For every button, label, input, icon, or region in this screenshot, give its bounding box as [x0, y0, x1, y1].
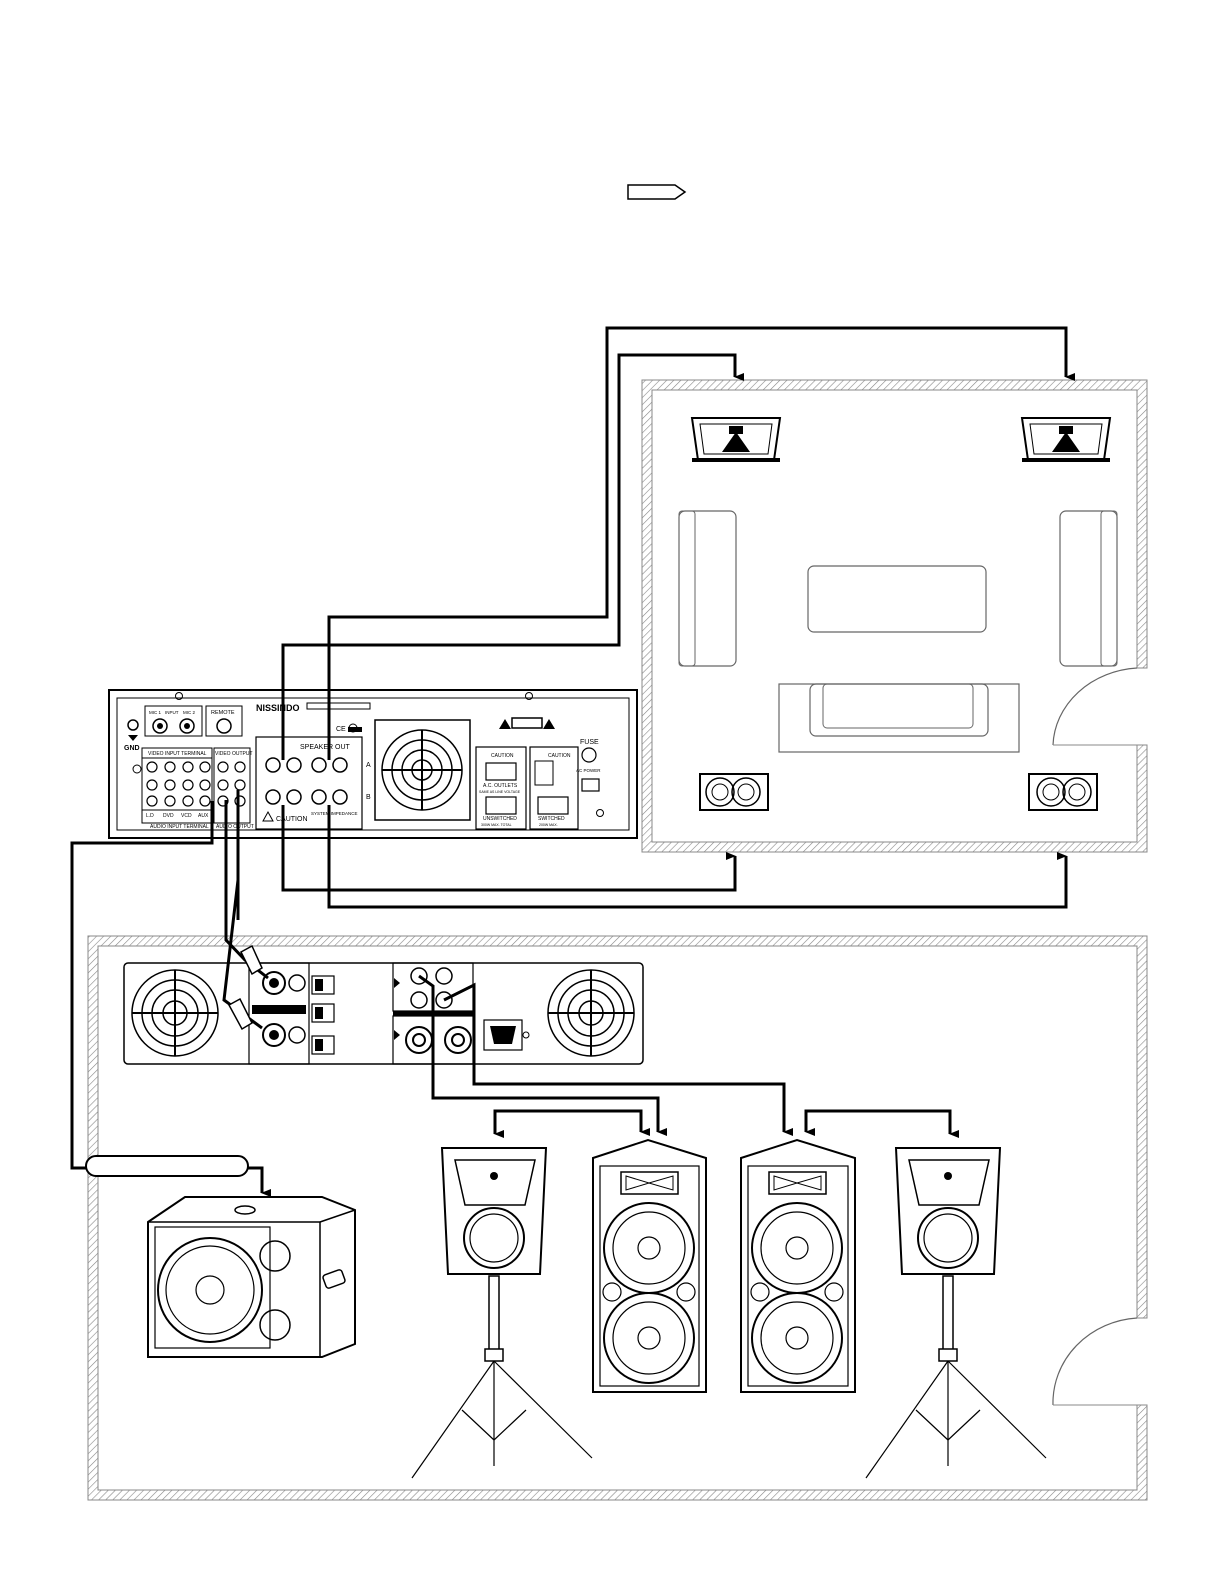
fan-grille-icon: [132, 970, 218, 1056]
svg-text:CE: CE: [336, 726, 346, 733]
input-label: INPUT: [165, 710, 179, 715]
tower-speaker-left: [593, 1140, 706, 1392]
subwoofer-cable: [86, 1156, 248, 1176]
unswitched-label: UNSWITCHED: [483, 816, 517, 822]
outlet-caution-label-1: CAUTION: [491, 753, 514, 759]
audio-output-label: AUDIO OUTPUT: [216, 824, 254, 830]
karaoke-amplifier-rear-panel: GND MIC 1 INPUT MIC 2 REMOTE NISSINDO CE…: [109, 690, 637, 838]
ac-outlets-label: A.C. OUTLETS: [483, 783, 518, 789]
input-dvd-label: DVD: [163, 813, 174, 819]
video-input-terminal-label: VIDEO INPUT TERMINAL: [148, 751, 207, 757]
front-right-speaker: [1022, 418, 1110, 460]
same-ac-label: SAME AS LINE VOLTAGE: [479, 790, 521, 794]
rear-left-speaker: [700, 774, 768, 810]
power-amplifier-rear-panel: [124, 963, 643, 1064]
remote-label: REMOTE: [211, 710, 235, 716]
mic1-label: MIC 1: [149, 710, 161, 715]
room-top: [642, 380, 1147, 852]
outlet-caution-label-2: CAUTION: [548, 753, 571, 759]
switched-label: SWITCHED: [538, 816, 565, 822]
video-output-label: VIDEO OUTPUT: [215, 751, 253, 757]
pole-speaker-right: [866, 1148, 1046, 1478]
tower-speaker-right: [741, 1140, 855, 1392]
switched-rating-label: 200W MAX.: [539, 823, 558, 827]
channel-a-label: A: [366, 762, 371, 769]
ac-power-label: AC POWER: [576, 768, 601, 773]
armchair-left: [679, 511, 736, 666]
armchair-right: [1060, 511, 1117, 666]
input-ld-label: L.D: [146, 813, 154, 819]
input-aux-label: AUX: [198, 813, 209, 819]
sofa: [779, 684, 1019, 752]
speaker-caution-label: CAUTION: [276, 816, 308, 823]
unswitched-rating-label: 300W MAX. TOTAL: [481, 823, 512, 827]
note-arrow-icon: [628, 185, 685, 199]
system-impedance-label: SYSTEM IMPEDANCE: [311, 811, 358, 816]
door-icon: [1053, 1318, 1137, 1405]
gnd-label: GND: [124, 745, 140, 752]
coffee-table: [808, 566, 986, 632]
brand-logo: NISSINDO: [256, 703, 300, 713]
subwoofer: [148, 1197, 355, 1357]
audio-input-terminal-label: AUDIO INPUT TERMINAL: [150, 824, 209, 830]
fuse-label: FUSE: [580, 739, 599, 746]
rear-right-speaker: [1029, 774, 1097, 810]
fan-grille-icon: [548, 970, 634, 1056]
mic2-label: MIC 2: [183, 710, 195, 715]
door-icon: [1053, 668, 1137, 745]
front-left-speaker: [692, 418, 780, 460]
pole-speaker-left: [412, 1148, 592, 1478]
channel-b-label: B: [366, 794, 371, 801]
input-vcd-label: VCD: [181, 813, 192, 819]
speaker-out-label: SPEAKER OUT: [300, 744, 351, 751]
